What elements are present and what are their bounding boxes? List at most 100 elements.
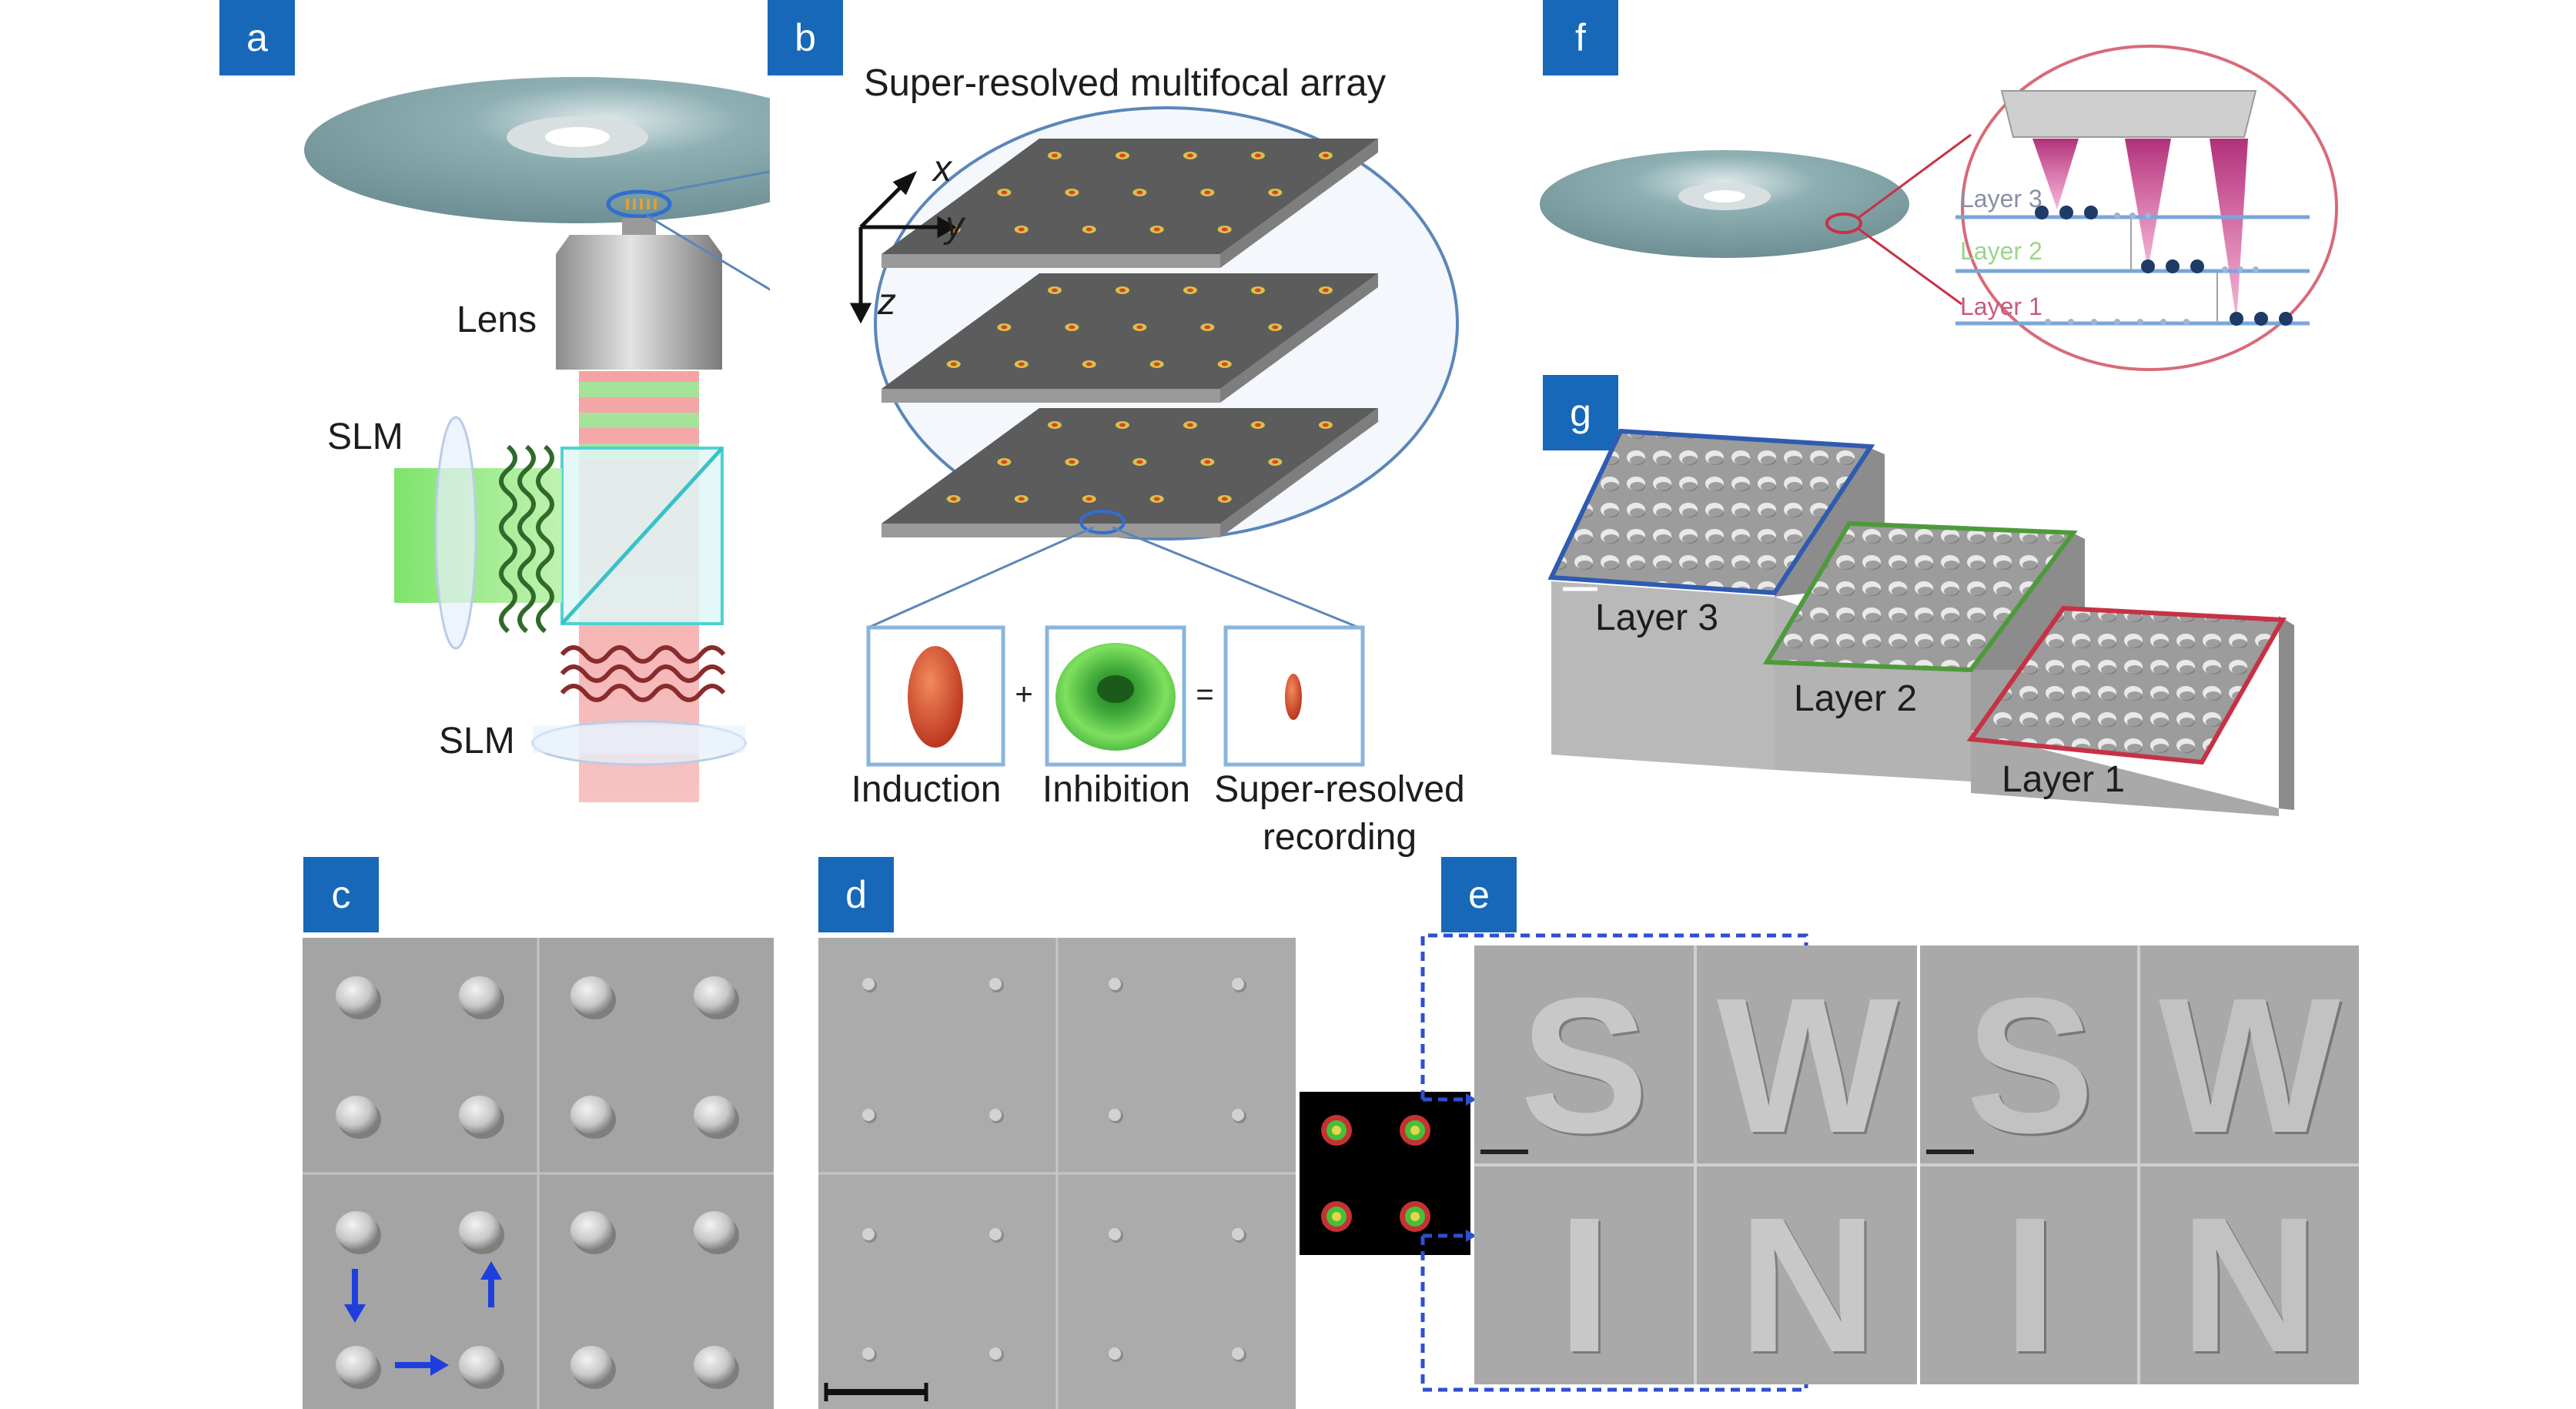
bump [459,1211,500,1250]
bump [336,976,377,1015]
bump [694,1346,735,1384]
induction-psf [908,646,963,748]
g-layer1-label: Layer 1 [2002,759,2126,800]
bump [459,1346,500,1384]
dot [1232,978,1244,990]
panel-b-multifocal-diagram [849,106,1459,767]
panel-tag-a: a [219,0,295,75]
focused-beams [2032,139,2248,322]
recorded-bits [2035,206,2293,326]
panel-g-stepped-layers [1547,428,2294,816]
dot [862,1228,875,1240]
layer3-surface [1547,428,1875,596]
green-wavefronts [499,444,554,634]
dot [1232,1347,1244,1360]
layer2-surface [1762,520,2078,673]
zoom-line-left [868,526,1094,629]
focal-spot [1410,1126,1420,1135]
dot [862,1347,875,1360]
recording-label-line1: Super-resolved [1214,769,1465,810]
panel-tag-d: d [818,857,894,932]
panel-a-setup-diagram [304,77,770,802]
bump [570,1346,612,1384]
focal-array-inset [1300,1092,1470,1255]
axis-x-label: x [933,149,952,189]
equals-sign: = [1196,678,1214,711]
panel-f-layer-diagram [1540,45,2338,371]
letter-i-left: I [1557,1177,1611,1392]
dot [1109,1109,1121,1121]
optical-disc [304,77,770,223]
slm-top-label: SLM [327,417,403,457]
recording-psf [1285,674,1302,720]
letter-i-right: I [2003,1177,2057,1392]
letter-w-left: W [1717,958,1899,1173]
layer1-surface [1966,605,2287,765]
inhibition-label: Inhibition [1042,769,1191,810]
f-layer2-label: Layer 2 [1960,237,2042,265]
letters-sem-right [1920,945,2359,1384]
f-layer1-label: Layer 1 [1960,293,2042,320]
panel-b-title: Super-resolved multifocal array [864,62,1387,104]
zoom-line-lower [646,214,770,291]
beam-splitter [560,447,724,625]
recorded-dots [862,978,1246,1362]
slm-side [434,416,477,650]
panel-tag-f: f [1543,0,1618,75]
bump [694,1211,735,1250]
recording-label-line2: recording [1262,817,1417,858]
lens-f [2000,90,2257,138]
bump [459,1096,500,1134]
disc-zoom-spot [1825,213,1862,234]
bump [336,1211,377,1250]
bump [570,1211,612,1250]
induction-label: Induction [851,769,1002,810]
bump [694,976,735,1015]
dot [989,1347,1002,1360]
zoom-line-upper [657,170,770,194]
slm-bottom [531,720,747,766]
red-wavefronts [560,645,726,702]
letter-n-right: N [2180,1177,2320,1392]
letter-w-right: W [2159,958,2340,1173]
letter-n-left: N [1738,1177,1878,1392]
shift-arrows [344,1261,502,1376]
dot [1109,1228,1121,1240]
zoom-spot [1079,510,1126,534]
objective-lens [556,218,722,370]
panel-tag-c: c [303,857,379,932]
lens-label: Lens [457,300,537,340]
slm-bottom-label: SLM [439,721,515,761]
panel-tag-e: e [1441,857,1517,932]
dot [989,978,1002,990]
recorded-bumps [336,976,739,1389]
panel-tag-b: b [768,0,843,75]
letter-s-left: S [1520,958,1649,1173]
dot [1232,1228,1244,1240]
bump [694,1096,735,1134]
dot [862,1109,875,1121]
letters-sem-left [1474,945,1917,1384]
axis-z-label: z [878,282,896,323]
axes-triad [849,170,958,324]
dot [1109,978,1121,990]
focal-spot [1332,1212,1341,1221]
panel-d-sem-image [818,938,1296,1409]
dot [989,1228,1002,1240]
dot [1232,1109,1244,1121]
dot [1109,1347,1121,1360]
g-layer2-label: Layer 2 [1794,678,1918,719]
focal-spot [1410,1212,1420,1221]
axis-y-label: y [945,205,964,246]
focal-spot [1332,1126,1341,1135]
panel-c-sem-image [303,938,774,1409]
focal-layer-2 [882,273,1378,403]
bump [459,976,500,1015]
letter-s-right: S [1965,958,2095,1173]
dot [989,1109,1002,1121]
plus-sign: + [1015,678,1033,711]
zoom-line-right [1112,526,1360,629]
inhibition-donut [1055,643,1176,751]
bump [570,976,612,1015]
f-layer3-label: Layer 3 [1960,185,2042,213]
